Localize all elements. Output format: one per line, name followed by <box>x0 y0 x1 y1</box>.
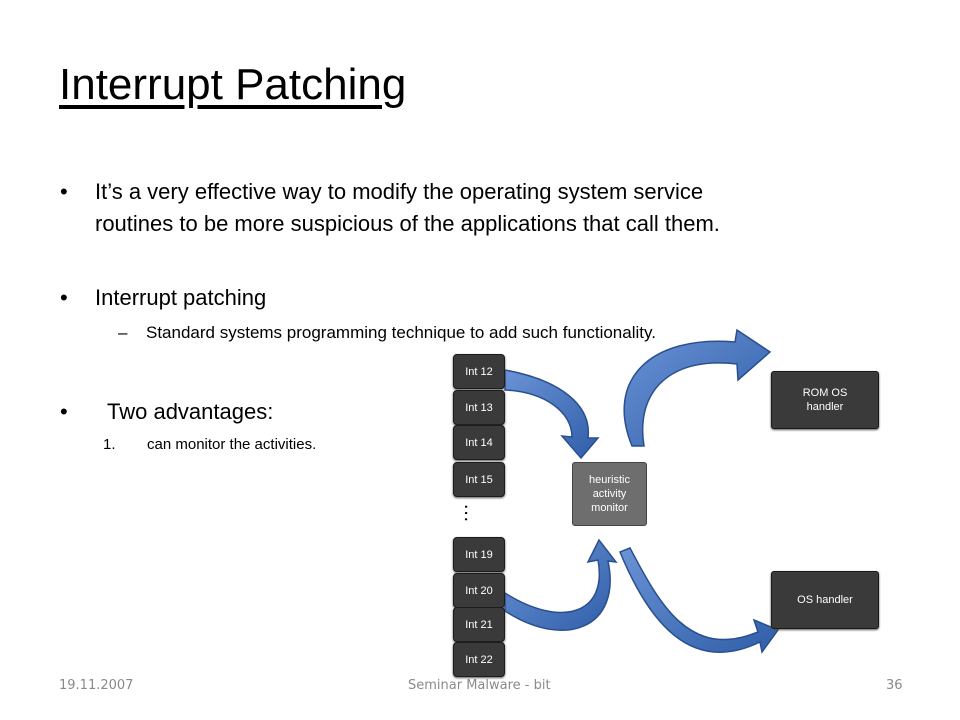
int-box-21: Int 21 <box>453 607 505 642</box>
bullet-text-line1: It’s a very effective way to modify the … <box>95 179 704 204</box>
slide-title: Interrupt Patching <box>59 60 407 109</box>
int-box-12: Int 12 <box>453 354 505 389</box>
bullet-dot: • <box>60 179 68 204</box>
arrow-int-to-monitor-top <box>504 369 600 460</box>
sub-bullet: – Standard systems programming technique… <box>118 322 656 344</box>
int-label: Int 20 <box>465 584 493 597</box>
int-label: Int 19 <box>465 548 493 561</box>
numbered-marker: 1. <box>103 436 116 453</box>
arrow-monitor-to-rom <box>623 328 772 447</box>
numbered-text: can monitor the activities. <box>147 436 317 453</box>
bullet-text-line2: routines to be more suspicious of the ap… <box>95 211 720 236</box>
int-box-20: Int 20 <box>453 573 505 608</box>
sub-bullet-marker: – <box>118 323 128 342</box>
footer-center: Seminar Malware - bit <box>408 678 551 693</box>
int-label: Int 15 <box>465 473 493 486</box>
bullet-text: Two advantages: <box>107 399 274 424</box>
int-label: Int 14 <box>465 436 493 449</box>
int-box-15: Int 15 <box>453 462 505 497</box>
arrow-monitor-to-os <box>619 547 780 654</box>
int-box-19: Int 19 <box>453 537 505 572</box>
int-box-13: Int 13 <box>453 390 505 425</box>
monitor-label: heuristic activity monitor <box>589 474 630 514</box>
bullet-interrupt-patching: • Interrupt patching <box>60 282 267 314</box>
os-handler-label: OS handler <box>797 594 853 606</box>
int-label: Int 21 <box>465 618 493 631</box>
footer-page-number: 36 <box>886 678 903 693</box>
rom-handler-label: ROM OS handler <box>802 387 848 413</box>
int-box-22: Int 22 <box>453 642 505 677</box>
numbered-item: 1. can monitor the activities. <box>103 435 316 455</box>
footer-date: 19.11.2007 <box>59 678 134 693</box>
bullet-effective-way: • It’s a very effective way to modify th… <box>60 176 720 240</box>
heuristic-monitor-box: heuristic activity monitor <box>572 462 647 526</box>
int-box-14: Int 14 <box>453 425 505 460</box>
bullet-dot: • <box>60 285 68 310</box>
bullet-two-advantages: • Two advantages: <box>60 396 274 428</box>
bullet-text: Interrupt patching <box>95 285 267 310</box>
sub-bullet-text: Standard systems programming technique t… <box>146 323 656 342</box>
int-label: Int 12 <box>465 365 493 378</box>
bullet-dot: • <box>60 399 68 424</box>
int-label: Int 22 <box>465 653 493 666</box>
arrow-int-to-monitor-bottom <box>504 538 618 632</box>
rom-os-handler-box: ROM OS handler <box>771 371 879 429</box>
ellipsis: … <box>460 503 482 521</box>
os-handler-box: OS handler <box>771 571 879 629</box>
int-label: Int 13 <box>465 401 493 414</box>
